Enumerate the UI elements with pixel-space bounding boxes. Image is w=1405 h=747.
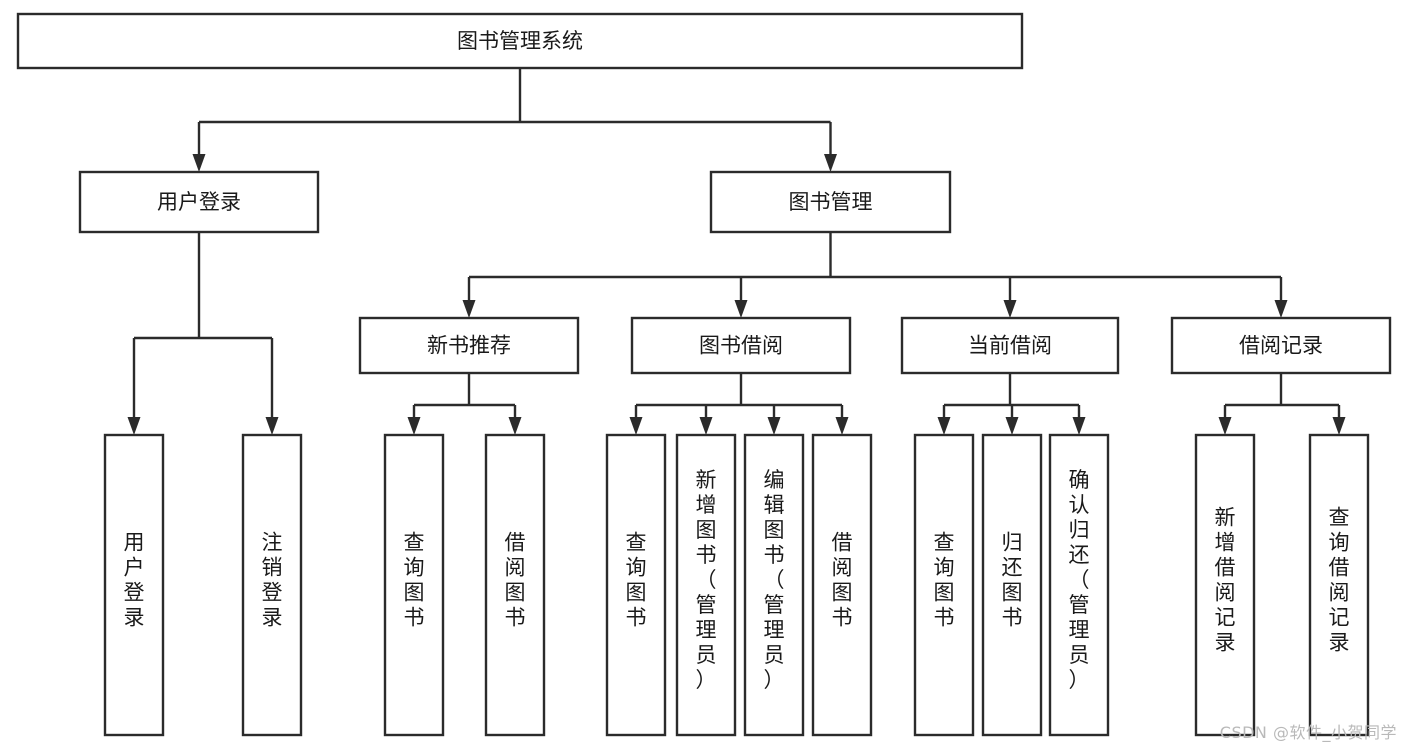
- arrow-head-icon: [508, 417, 522, 435]
- arrow-head-icon: [699, 417, 713, 435]
- node-box: [16, 12, 1024, 70]
- arrow-head-icon: [1218, 417, 1232, 435]
- connector-layer: [127, 68, 1346, 435]
- node-layer: 图书管理系统用户登录图书管理新书推荐图书借阅当前借阅借阅记录用户登录注销登录查询…: [16, 12, 1392, 737]
- node-l1-user-login[interactable]: 用户登录: [78, 170, 320, 234]
- node-box: [1048, 433, 1110, 737]
- connector-group-l2-borrow-record: [1218, 373, 1346, 435]
- node-l3-logout[interactable]: 注销登录: [241, 433, 303, 737]
- node-l3-query-book-b[interactable]: 查询图书: [605, 433, 667, 737]
- node-l3-add-book[interactable]: 新增图书（管理员）: [675, 433, 737, 737]
- arrow-head-icon: [407, 417, 421, 435]
- node-l3-user-login[interactable]: 用户登录: [103, 433, 165, 737]
- node-box: [103, 433, 165, 737]
- arrow-head-icon: [1005, 417, 1019, 435]
- node-label: 借阅记录: [1239, 334, 1323, 358]
- connector-group-l2-book-borrow: [629, 373, 849, 435]
- node-l1-book-manage[interactable]: 图书管理: [709, 170, 952, 234]
- node-box: [900, 316, 1120, 375]
- node-box: [1308, 433, 1370, 737]
- node-box: [383, 433, 445, 737]
- node-l2-new-book-rec[interactable]: 新书推荐: [358, 316, 580, 375]
- node-label: 用户登录: [157, 190, 241, 214]
- node-box: [1170, 316, 1392, 375]
- node-l3-query-book-a[interactable]: 查询图书: [383, 433, 445, 737]
- arrow-head-icon: [1332, 417, 1346, 435]
- arrow-head-icon: [1072, 417, 1086, 435]
- connector-group-root: [192, 68, 837, 172]
- node-label: 图书管理: [789, 190, 873, 214]
- node-box: [630, 316, 852, 375]
- node-l3-query-record[interactable]: 查询借阅记录: [1308, 433, 1370, 737]
- node-label: 查询借阅记录: [1329, 506, 1350, 655]
- node-box: [484, 433, 546, 737]
- node-box: [241, 433, 303, 737]
- node-l2-book-borrow[interactable]: 图书借阅: [630, 316, 852, 375]
- node-label: 借阅图书: [505, 531, 526, 630]
- node-label: 查询图书: [626, 531, 647, 630]
- node-box: [675, 433, 737, 737]
- node-box: [605, 433, 667, 737]
- node-l3-query-book-c[interactable]: 查询图书: [913, 433, 975, 737]
- node-label: 用户登录: [124, 531, 145, 630]
- node-label: 图书借阅: [699, 334, 783, 358]
- arrow-head-icon: [629, 417, 643, 435]
- csdn-watermark: CSDN @软件_小贺同学: [1219, 723, 1397, 742]
- node-label: 新增借阅记录: [1215, 506, 1236, 655]
- node-l3-return-book[interactable]: 归还图书: [981, 433, 1043, 737]
- node-label: 图书管理系统: [457, 29, 583, 53]
- arrow-head-icon: [462, 300, 476, 318]
- node-label: 新书推荐: [427, 334, 511, 358]
- arrow-head-icon: [265, 417, 279, 435]
- node-box: [981, 433, 1043, 737]
- node-label: 借阅图书: [832, 531, 853, 630]
- node-label: 确认归还（管理员）: [1069, 468, 1090, 692]
- arrow-head-icon: [734, 300, 748, 318]
- arrow-head-icon: [835, 417, 849, 435]
- node-label: 归还图书: [1002, 531, 1023, 630]
- node-box: [709, 170, 952, 234]
- connector-group-l1-user-login: [127, 232, 279, 435]
- arrow-head-icon: [1274, 300, 1288, 318]
- connector-group-l1-book-manage: [462, 232, 1288, 318]
- node-label: 新增图书（管理员）: [696, 468, 717, 692]
- node-box: [1194, 433, 1256, 737]
- node-l3-confirm-return[interactable]: 确认归还（管理员）: [1048, 433, 1110, 737]
- node-box: [743, 433, 805, 737]
- arrow-head-icon: [824, 154, 837, 172]
- node-label: 注销登录: [262, 531, 283, 630]
- node-box: [78, 170, 320, 234]
- node-l3-borrow-book-b[interactable]: 借阅图书: [811, 433, 873, 737]
- node-root[interactable]: 图书管理系统: [16, 12, 1024, 70]
- node-l3-edit-book[interactable]: 编辑图书（管理员）: [743, 433, 805, 737]
- node-l2-current-borrow[interactable]: 当前借阅: [900, 316, 1120, 375]
- node-l3-borrow-book-a[interactable]: 借阅图书: [484, 433, 546, 737]
- node-box: [358, 316, 580, 375]
- connector-group-l2-current-borrow: [937, 373, 1086, 435]
- arrow-head-icon: [127, 417, 141, 435]
- node-l2-borrow-record[interactable]: 借阅记录: [1170, 316, 1392, 375]
- arrow-head-icon: [767, 417, 781, 435]
- connector-group-l2-new-book-rec: [407, 373, 522, 435]
- node-label: 当前借阅: [968, 334, 1052, 358]
- node-l3-add-record[interactable]: 新增借阅记录: [1194, 433, 1256, 737]
- arrow-head-icon: [937, 417, 951, 435]
- arrow-head-icon: [192, 154, 206, 172]
- arrow-head-icon: [1003, 300, 1017, 318]
- node-label: 编辑图书（管理员）: [764, 468, 785, 692]
- node-box: [913, 433, 975, 737]
- node-box: [811, 433, 873, 737]
- node-label: 查询图书: [934, 531, 955, 630]
- node-label: 查询图书: [404, 531, 425, 630]
